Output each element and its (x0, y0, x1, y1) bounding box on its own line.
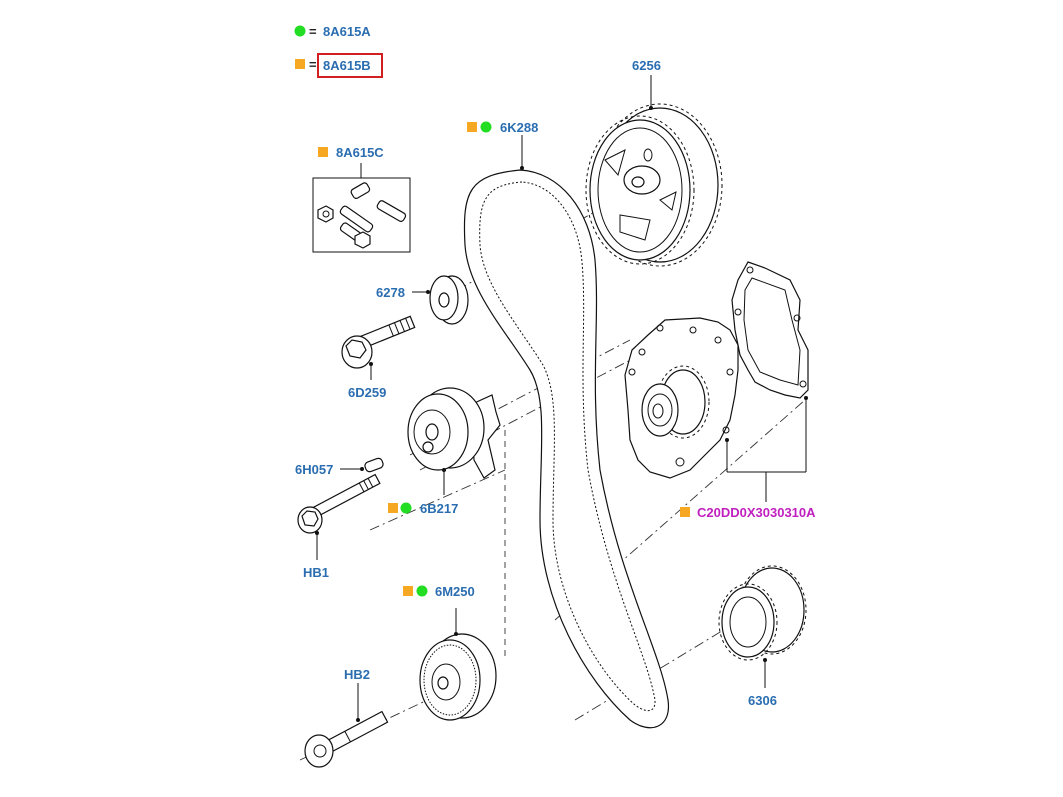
label-c20dd0x3030310a[interactable]: C20DD0X3030310A (697, 505, 816, 520)
label-6256[interactable]: 6256 (632, 58, 661, 73)
label-6306[interactable]: 6306 (748, 693, 777, 708)
green-circle-icon (416, 585, 428, 597)
bolt-hb1[interactable]: HB1 (297, 473, 381, 580)
orange-square-icon (295, 59, 305, 69)
washer-6278[interactable]: 6278 (376, 275, 469, 325)
label-6m250[interactable]: 6M250 (435, 584, 475, 599)
legend-code-8a615a[interactable]: 8A615A (323, 24, 371, 39)
label-6k288[interactable]: 6K288 (500, 120, 538, 135)
label-6b217[interactable]: 6B217 (420, 501, 458, 516)
highlight-box (317, 53, 383, 78)
label-hb1[interactable]: HB1 (303, 565, 329, 580)
legend-equals: = (309, 24, 317, 39)
timing-belt-6k288[interactable]: 6K288 (463, 120, 670, 729)
label-8a615c[interactable]: 8A615C (336, 145, 384, 160)
camshaft-sprocket-6256[interactable]: 6256 (585, 58, 723, 267)
bolt-hb2[interactable]: HB2 (304, 667, 389, 768)
green-circle-icon (400, 502, 412, 514)
label-6278[interactable]: 6278 (376, 285, 405, 300)
orange-square-icon (403, 586, 413, 596)
legend-item-8a615b: = 8A615B (295, 53, 383, 78)
legend: = 8A615A = 8A615B (294, 24, 383, 78)
orange-square-icon (680, 507, 690, 517)
legend-item-8a615a: = 8A615A (294, 24, 371, 39)
idler-pulley-6m250[interactable]: 6M250 (403, 584, 497, 721)
bolt-6d259[interactable]: 6D259 (341, 315, 416, 400)
legend-code-8a615b[interactable]: 8A615B (323, 58, 371, 73)
crankshaft-sprocket-6306[interactable]: 6306 (718, 565, 807, 708)
green-circle-icon (294, 25, 306, 37)
orange-square-icon (467, 122, 477, 132)
water-pump-kit[interactable]: C20DD0X3030310A (624, 261, 816, 520)
orange-square-icon (388, 503, 398, 513)
label-hb2[interactable]: HB2 (344, 667, 370, 682)
green-circle-icon (480, 121, 492, 133)
pin-6h057[interactable]: 6H057 (295, 457, 384, 477)
legend-equals: = (309, 57, 317, 72)
tensioner-6b217[interactable]: 6B217 (388, 387, 501, 516)
bolt-kit-8a615c[interactable]: 8A615C (312, 145, 411, 253)
orange-square-icon (318, 147, 328, 157)
label-6d259[interactable]: 6D259 (348, 385, 386, 400)
label-6h057[interactable]: 6H057 (295, 462, 333, 477)
